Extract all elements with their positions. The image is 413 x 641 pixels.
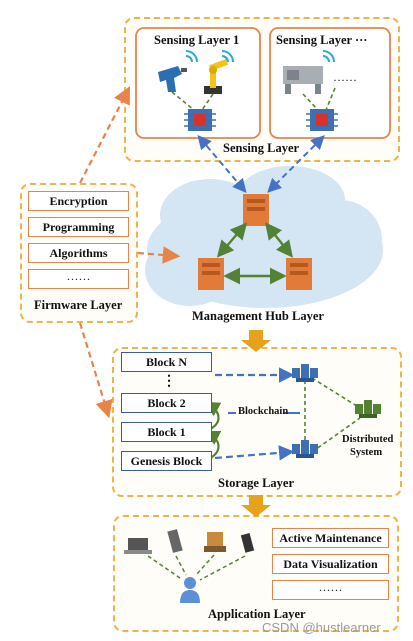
chip-icon-2 <box>306 109 338 131</box>
wifi-icon-1 <box>185 50 198 63</box>
app-item-more: ······ <box>272 580 389 600</box>
storage-layer-label: Storage Layer <box>218 476 295 490</box>
application-layer-label: Application Layer <box>208 607 306 621</box>
block-n: Block N <box>121 352 212 372</box>
machine-device-icon <box>283 66 323 94</box>
laptop-icon <box>124 538 152 554</box>
hub-server-right <box>286 258 312 290</box>
drill-device-icon <box>158 66 187 92</box>
cloud-shape <box>145 166 383 308</box>
firmware-item-encryption: Encryption <box>28 191 129 211</box>
hub-server-top <box>243 194 269 226</box>
hub-server-left <box>198 258 224 290</box>
genesis-block: Genesis Block <box>121 451 212 471</box>
app-item-active-maintenance: Active Maintenance <box>272 528 389 548</box>
phone-icon <box>240 533 255 553</box>
sensing-box-2-dots: ······ <box>333 73 357 87</box>
distributed-label-line-2: System <box>350 447 383 458</box>
wifi-icon-2 <box>221 50 234 63</box>
firmware-item-algorithms: Algorithms <box>28 243 129 263</box>
wifi-icon-3 <box>322 50 335 63</box>
flow-arrow-hub-to-storage <box>241 330 271 352</box>
tablet-icon <box>167 529 183 553</box>
watermark: CSDN @hustlearner <box>262 620 381 635</box>
distributed-label-line-1: Distributed <box>342 434 394 445</box>
firmware-item-more: ······ <box>28 269 129 289</box>
app-item-data-visualization: Data Visualization <box>272 554 389 574</box>
storage-node-bottom <box>292 440 318 458</box>
sensing-box-1-title: Sensing Layer 1 <box>154 33 240 47</box>
firmware-item-programming: Programming <box>28 217 129 237</box>
firmware-layer-label: Firmware Layer <box>34 298 123 312</box>
block-2: Block 2 <box>121 393 212 413</box>
user-icon <box>180 577 200 603</box>
storage-node-right <box>355 400 381 418</box>
block-ellipsis: ⋮ <box>162 374 176 389</box>
flow-arrow-storage-to-application <box>241 495 271 517</box>
block-1: Block 1 <box>121 422 212 442</box>
blockchain-label: Blockchain <box>238 406 289 417</box>
desktop-icon <box>204 532 226 552</box>
management-hub-layer-label: Management Hub Layer <box>192 309 324 323</box>
sensing-box-2-title: Sensing Layer ··· <box>276 33 368 47</box>
robot-arm-icon <box>204 59 229 94</box>
chip-icon-1 <box>184 109 216 131</box>
sensing-box-2 <box>269 27 391 139</box>
storage-node-top <box>292 364 318 382</box>
sensing-layer-label: Sensing Layer <box>223 141 300 155</box>
